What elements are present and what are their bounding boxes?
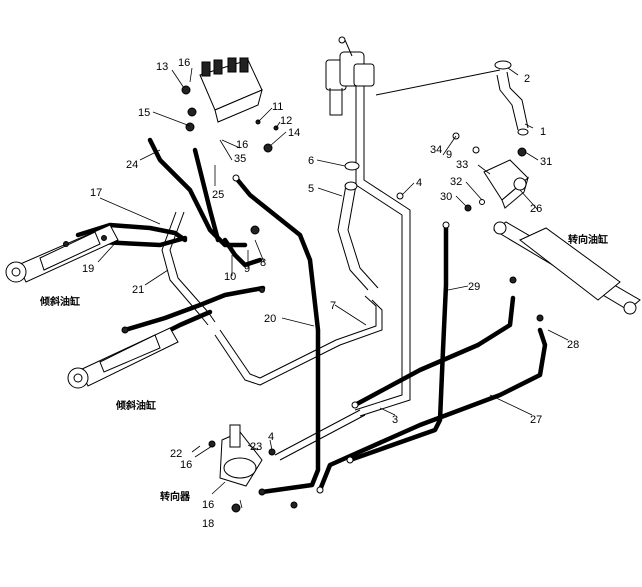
part-label: 9 [244, 263, 250, 275]
part-label: 23 [250, 441, 262, 453]
part-label: 7 [330, 300, 336, 312]
part-label: 13 [156, 61, 168, 73]
part-label: 16 [180, 459, 192, 471]
part-label: 8 [260, 257, 266, 269]
part-label: 4 [416, 177, 422, 189]
part-label: 4 [268, 431, 274, 443]
tilt-cylinder-top [5, 224, 119, 283]
part-label: 12 [280, 115, 292, 127]
part-label: 16 [202, 499, 214, 511]
tilt-cylinder-bottom [67, 327, 179, 389]
part-label: 20 [264, 313, 276, 325]
leader-lines [97, 67, 569, 509]
hydraulic-pump [452, 132, 529, 212]
part-label: 5 [308, 183, 314, 195]
part-label: 33 [456, 159, 468, 171]
part-label: 35 [234, 153, 246, 165]
part-label: 6 [308, 155, 314, 167]
part-label: 28 [567, 339, 579, 351]
tank-filter-assembly [325, 36, 375, 191]
tilt-cylinder-label-top: 倾斜油缸 [39, 295, 80, 308]
steering-unit [208, 424, 276, 513]
part-label: 9 [446, 149, 452, 161]
part-label: 26 [530, 203, 542, 215]
part-label: 34 [430, 144, 442, 156]
part-label: 16 [236, 139, 248, 151]
steering-cylinder-label: 转向油缸 [568, 233, 608, 246]
part-label: 25 [212, 189, 224, 201]
part-number-labels: 1 2 3 4 4 5 6 7 8 9 9 10 11 12 13 14 15 … [82, 57, 579, 530]
part-label: 29 [468, 281, 480, 293]
part-label: 27 [530, 414, 542, 426]
part-label: 1 [540, 126, 546, 138]
part-label: 24 [126, 159, 138, 171]
part-label: 11 [272, 101, 283, 113]
steering-unit-label: 转向器 [160, 490, 191, 503]
tilt-cylinder-label-bottom: 倾斜油缸 [115, 399, 156, 412]
return-hose-1 [494, 60, 529, 136]
part-label: 21 [132, 284, 144, 296]
part-label: 18 [202, 518, 214, 530]
part-label: 14 [288, 127, 300, 139]
hydraulic-hoses [57, 137, 548, 495]
part-label: 17 [90, 187, 102, 199]
pipe-5 [337, 184, 379, 291]
part-label: 15 [138, 107, 150, 119]
control-valve [181, 57, 279, 153]
component-labels: 倾斜油缸 倾斜油缸 转向油缸 转向器 [39, 233, 608, 503]
part-label: 31 [540, 156, 552, 168]
part-label: 32 [450, 176, 462, 188]
steering-cylinder [493, 221, 641, 322]
pipe-21 [161, 211, 216, 326]
part-label: 10 [224, 271, 236, 283]
part-label: 2 [524, 73, 530, 85]
part-label: 3 [392, 414, 398, 426]
part-label: 30 [440, 191, 452, 203]
part-label: 19 [82, 263, 94, 275]
fittings [121, 174, 485, 509]
part-label: 16 [178, 57, 190, 69]
part-label: 22 [170, 448, 182, 460]
